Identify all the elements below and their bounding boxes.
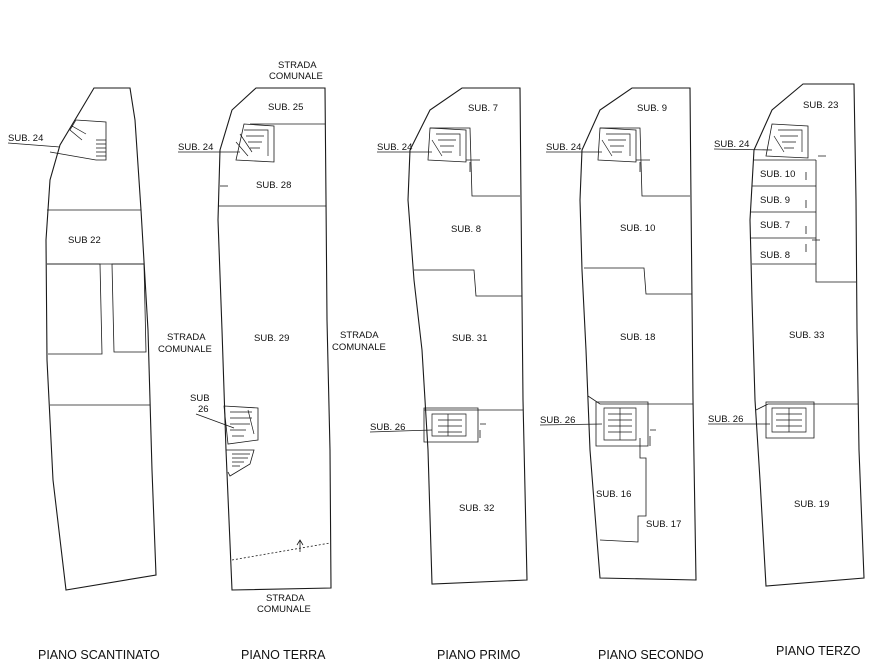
terra-sub24-label: SUB. 24 — [178, 142, 213, 153]
secondo-title: PIANO SECONDO — [598, 648, 704, 662]
scantinato-stair-well — [75, 119, 107, 161]
terzo-sub19-label: SUB. 19 — [794, 499, 829, 510]
terra-strada-right-label-1: STRADA — [340, 330, 379, 341]
secondo-sub17-label: SUB. 17 — [646, 519, 681, 530]
secondo-sub9-label: SUB. 9 — [637, 103, 667, 114]
primo-sub32-label: SUB. 32 — [459, 503, 494, 514]
scantinato-stair-steps — [69, 119, 106, 157]
terzo-outline — [749, 83, 865, 587]
terra-stair-well — [235, 123, 275, 163]
secondo-sub26-stair — [595, 401, 649, 447]
secondo-sub9-sub10-wall — [600, 127, 690, 197]
secondo-sub10-sub18-wall — [584, 267, 692, 295]
secondo-sub26-steps — [603, 407, 637, 441]
floor-plan-terra: STRADA COMUNALE SUB. 25 SUB. 24 SUB. 28 … — [158, 60, 386, 662]
floor-plan-scantinato: SUB. 24 SUB 22 PIANO SCANTINATO — [7, 87, 160, 662]
scantinato-room-a — [47, 263, 103, 355]
terzo-sub26-stair — [765, 401, 815, 439]
secondo-sub24-label: SUB. 24 — [546, 142, 581, 153]
terzo-sub8-label: SUB. 8 — [760, 250, 790, 261]
floor-plan-terzo: SUB. 23 SUB. 24 SUB. 10 SUB. 9 SUB. 7 SU… — [708, 83, 865, 658]
terra-sub26-stair-b — [226, 449, 255, 477]
primo-sub26-steps — [431, 413, 467, 437]
terra-strada-top-label-1: STRADA — [278, 60, 317, 71]
primo-sub26-stair — [423, 407, 479, 443]
terra-strada-bottom-label-2: COMUNALE — [257, 604, 311, 615]
scantinato-outline — [45, 87, 157, 591]
primo-stair-well — [427, 127, 467, 163]
primo-sub26-arrows — [479, 423, 486, 438]
terra-sub26-steps-b — [232, 453, 250, 467]
scantinato-sub24-label: SUB. 24 — [8, 133, 43, 144]
terra-sub28-label: SUB. 28 — [256, 180, 291, 191]
scantinato-sub22-label: SUB 22 — [68, 235, 101, 246]
terra-strada-left-label-1: STRADA — [167, 332, 206, 343]
terra-sub26-label-1: SUB — [190, 393, 210, 404]
terzo-title: PIANO TERZO — [776, 644, 861, 658]
terzo-sub10-label: SUB. 10 — [760, 169, 795, 180]
floor-plan-secondo: SUB. 9 SUB. 24 SUB. 10 SUB. 18 SUB. 26 S… — [539, 87, 704, 662]
terra-sub25-label: SUB. 25 — [268, 102, 303, 113]
terzo-unit-arrows — [805, 155, 826, 252]
terzo-sub9-label: SUB. 9 — [760, 195, 790, 206]
secondo-sub26-leader — [539, 423, 603, 426]
terra-strada-right-label-2: COMUNALE — [332, 342, 386, 353]
primo-sub8-sub31-wall — [414, 269, 522, 297]
terzo-sub26-steps — [771, 407, 807, 433]
terzo-sub24-label: SUB. 24 — [714, 139, 749, 150]
terra-sub26-steps-a — [230, 409, 255, 437]
terra-title: PIANO TERRA — [241, 648, 326, 662]
terzo-sub24-leader — [713, 148, 773, 151]
primo-title: PIANO PRIMO — [437, 648, 521, 662]
terra-strada-top-label-2: COMUNALE — [269, 71, 323, 82]
primo-sub7-label: SUB. 7 — [468, 103, 498, 114]
secondo-stair-steps — [601, 133, 631, 157]
primo-sub7-sub8-wall — [430, 127, 520, 197]
primo-sub8-label: SUB. 8 — [451, 224, 481, 235]
terzo-stair-well — [765, 123, 809, 159]
terra-stair-steps — [235, 129, 269, 157]
primo-sub24-label: SUB. 24 — [377, 142, 412, 153]
scantinato-partition-1 — [49, 151, 97, 161]
primo-sub26-label: SUB. 26 — [370, 422, 405, 433]
secondo-sub16-label: SUB. 16 — [596, 489, 631, 500]
secondo-sub26-arrows — [639, 429, 656, 446]
terra-dashed-boundary — [231, 542, 331, 561]
secondo-stair-well — [597, 127, 637, 163]
scantinato-room-b — [111, 263, 147, 353]
secondo-sub10-label: SUB. 10 — [620, 223, 655, 234]
primo-sub26-leader — [369, 429, 433, 433]
terra-sub26-stair-a — [223, 405, 259, 445]
terzo-stair-steps — [773, 129, 803, 153]
terra-sub26-leader — [195, 413, 235, 429]
terra-strada-left-label-2: COMUNALE — [158, 344, 212, 355]
terzo-sub23-label: SUB. 23 — [803, 100, 838, 111]
secondo-sub16-sub17-wall — [599, 446, 647, 543]
terra-outline — [217, 87, 332, 591]
terra-sub26-label-2: 26 — [198, 404, 209, 415]
secondo-outline — [579, 87, 697, 581]
terzo-sub33-sub19-wall — [755, 403, 858, 411]
terra-strada-bottom-label-1: STRADA — [266, 593, 305, 604]
primo-stair-arrow — [466, 159, 480, 172]
terra-sub29-label: SUB. 29 — [254, 333, 289, 344]
terra-stair-arrow — [296, 539, 304, 552]
secondo-sub18-lower-wall — [587, 395, 693, 405]
secondo-stair-arrow — [636, 159, 650, 172]
terzo-sub33-label: SUB. 33 — [789, 330, 824, 341]
scantinato-title: PIANO SCANTINATO — [38, 648, 160, 662]
floor-plan-primo: SUB. 7 SUB. 24 SUB. 8 SUB. 31 SUB. 26 SU… — [369, 87, 528, 662]
terzo-sub7-label: SUB. 7 — [760, 220, 790, 231]
terzo-sub8-sub33-wall — [752, 263, 856, 283]
primo-stair-steps — [431, 133, 461, 157]
secondo-sub26-label: SUB. 26 — [540, 415, 575, 426]
secondo-sub18-label: SUB. 18 — [620, 332, 655, 343]
primo-sub31-label: SUB. 31 — [452, 333, 487, 344]
scantinato-sub24-leader — [7, 142, 61, 148]
terzo-sub26-label: SUB. 26 — [708, 414, 743, 425]
primo-outline — [407, 87, 528, 585]
